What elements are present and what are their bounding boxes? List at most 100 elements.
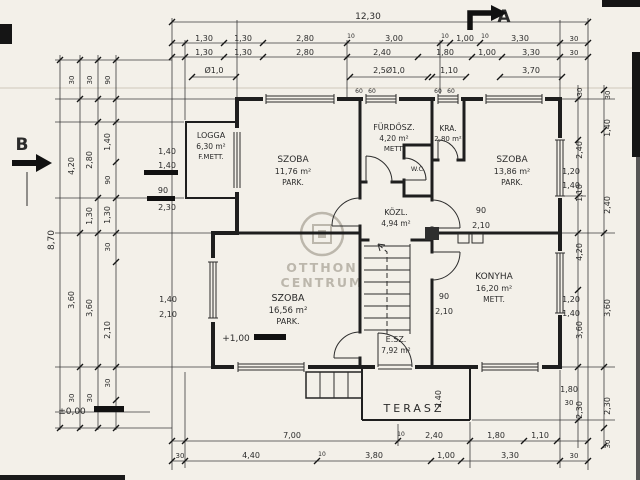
section-markers: A B [12,5,511,206]
dim: 2,5Ø1,0 [373,65,405,75]
room-name-szoba-small: SZOBA [277,155,309,165]
dim: 1,30 [195,48,213,57]
room-area-szoba-mid: 13,86 m² [494,167,530,176]
dim: 30 [176,452,185,460]
door-swing [331,197,361,227]
section-marker-b: B [16,135,29,155]
room-finish-szoba-large: PARK. [276,317,299,326]
dim: 3,30 [511,34,529,43]
stairs [305,243,411,399]
window [483,94,545,104]
dim: 1,30 [103,206,112,224]
dim: 2,10 [435,307,453,316]
stair-arrow-icon [377,243,386,252]
dim: 90 [104,176,112,185]
dim: 30 [604,91,612,100]
room-name-furdoszoba: FÜRDŐSZ. [373,122,415,132]
dim: 10 [481,33,489,40]
window [234,362,308,372]
dim: 3,60 [67,291,76,309]
dim: 90 [104,76,112,85]
dim: 1,40 [158,161,176,170]
room-finish-konyha: METT. [483,295,505,304]
dim: 3,30 [501,451,519,460]
fixtures [94,170,484,412]
dim: 60 [447,88,455,95]
dim: 1,80 [560,385,578,394]
level-ground: ±0,00 [58,407,86,417]
door-swing [431,199,461,229]
dim: 1,40 [562,309,580,318]
dim: 1,80 [436,48,454,57]
dimension-labels: 12,30 8,70 1,30 1,30 2,80 10 3,00 10 1,0… [47,12,612,460]
front-door-opening [375,362,415,372]
dim: 2,40 [603,196,612,214]
room-name-kozlekedo: KÖZL. [384,207,408,217]
dim: 2,10 [472,221,490,230]
dim: 1,10 [440,66,458,75]
dim: 2,40 [425,431,443,440]
watermark-line1: OTTHON [286,260,358,275]
dim: 2,80 [296,48,314,57]
level-mark [254,334,286,340]
dim: 4,20 [67,157,76,175]
room-area-szoba-small: 11,76 m² [275,167,311,176]
section-arrow-a-icon [467,10,493,30]
room-finish-szoba-small: PARK. [282,178,304,187]
room-area-konyha: 16,20 m² [476,284,512,293]
window [435,94,461,104]
dim: 30 [104,243,112,252]
dim: 60 [368,88,376,95]
room-name-szoba-mid: SZOBA [496,155,528,165]
dim: 30 [570,35,579,43]
dim: 2,30 [575,401,584,419]
dim: 2,80 [296,34,314,43]
room-area-szoba-large: 16,56 m² [269,306,308,316]
walls [185,97,562,421]
door-swing [437,139,459,161]
dim: 30 [86,394,94,403]
room-labels: LOGGA 6,30 m² F.METT. SZOBA 11,76 m² PAR… [58,122,530,417]
dim: 2,30 [158,203,176,212]
dim: 1,00 [437,451,455,460]
room-name-konyha: KONYHA [475,272,513,282]
dim: 30 [570,452,579,460]
dim: Ø1,0 [204,65,223,75]
door-swing [403,157,427,181]
chimney-flue [425,227,439,240]
window [555,251,565,315]
watermark-line2: CENTRUM [281,275,364,290]
dim: 1,30 [195,34,213,43]
room-area-eloszoba: 7,92 m² [381,346,410,355]
dim: 90 [476,206,486,215]
room-area-kozlekedo: 4,94 m² [381,219,410,228]
stair-walk-line [377,243,388,334]
dim: 2,40 [575,141,584,159]
dim: 1,20 [562,295,580,304]
window [363,94,399,104]
room-finish-szoba-mid: PARK. [501,178,523,187]
overall-width-dim: 12,30 [355,12,381,22]
dim: 1,40 [158,147,176,156]
dim: 3,30 [522,48,540,57]
door-swing [377,332,413,368]
room-area-kamra: 2,80 m² [434,135,462,143]
dim: 10 [441,33,449,40]
dim: 3,60 [85,299,94,317]
sill-mark [147,196,175,201]
room-name-eloszoba: E.SZ. [386,335,407,344]
dim: 1,40 [603,119,612,137]
windows [208,94,565,372]
room-area-loggia: 6,30 m² [196,142,225,151]
dim: 2,10 [159,310,177,319]
dim: 30 [576,88,584,97]
room-name-kamra: KRA. [439,124,456,133]
dim: 30 [68,394,76,403]
window [555,138,565,198]
kitchen-fixture [457,233,470,244]
room-finish-loggia: F.METT. [198,153,223,161]
room-name-terasz: TERASZ [383,402,445,415]
